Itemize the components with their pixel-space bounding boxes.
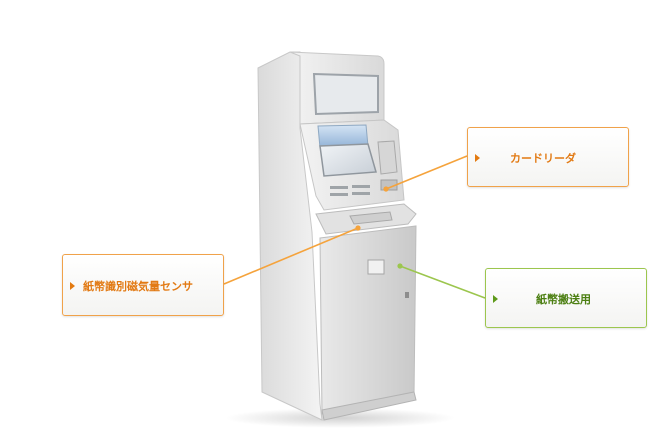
keypad-slot [330, 193, 348, 196]
keypad-slot [352, 185, 370, 188]
keypad-slot [330, 186, 348, 189]
keypad-slot [352, 192, 370, 195]
callout-card-reader: カードリーダ [467, 127, 629, 187]
leader-banknote-transport [397, 263, 486, 299]
bullet-arrow-icon [493, 295, 498, 303]
leader-card-reader [383, 155, 468, 192]
callout-label-magnetic-sensor: 紙幣識別磁気量センサ [83, 280, 193, 293]
cabinet-vent [367, 259, 385, 275]
card-slot-panel [377, 140, 398, 175]
bullet-arrow-icon [475, 154, 480, 162]
callout-magnetic-sensor: 紙幣識別磁気量センサ [62, 254, 224, 316]
lcd-panel [319, 143, 377, 177]
cabinet-base [321, 391, 417, 421]
floor-shadow [225, 408, 455, 428]
bullet-arrow-icon [70, 282, 75, 290]
callout-label-banknote-transport: 紙幣搬送用 [536, 293, 591, 306]
callout-label-card-reader: カードリーダ [510, 152, 576, 165]
top-display [312, 72, 379, 116]
cabinet-lock [405, 292, 409, 298]
callout-banknote-transport: 紙幣搬送用 [485, 268, 647, 328]
lower-cabinet [319, 225, 417, 415]
leader-magnetic-sensor [223, 225, 361, 285]
banknote-slot [349, 211, 393, 225]
